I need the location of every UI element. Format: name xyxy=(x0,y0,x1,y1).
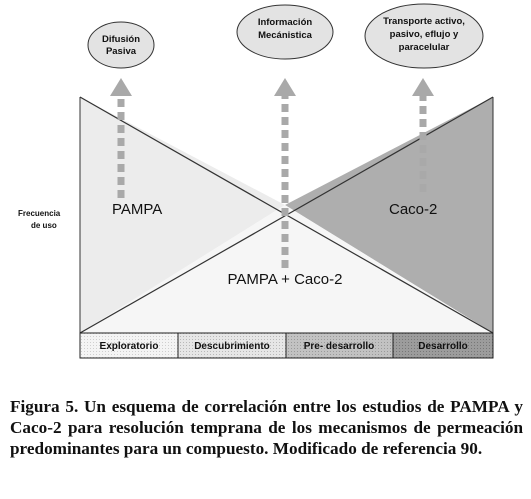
permeation-correlation-diagram: Frecuencia de uso PAMPA Caco-2 PAMPA + C… xyxy=(18,3,494,359)
bubble-3-line-1: Transporte activo, xyxy=(383,16,465,27)
stage-exploratorio-label: Exploratorio xyxy=(100,341,159,352)
stage-desarrollo-box xyxy=(392,332,494,359)
arrow-informacion-mecanistica xyxy=(274,78,296,268)
axis-label-line-2: de uso xyxy=(31,221,57,230)
stage-bar: Exploratorio Descubrimiento Pre- desarro… xyxy=(79,332,494,359)
bubble-1-line-1: Difusión xyxy=(102,34,140,45)
bubble-transporte-activo: Transporte activo, pasivo, eflujo y para… xyxy=(364,3,484,69)
caco2-region xyxy=(285,97,493,333)
arrow-difusion-pasiva xyxy=(110,78,132,198)
stage-desarrollo-label: Desarrollo xyxy=(418,341,467,352)
bubble-1-line-2: Pasiva xyxy=(106,46,137,57)
stage-predesarrollo-label: Pre- desarrollo xyxy=(304,341,375,352)
bubble-difusion-pasiva: Difusión Pasiva xyxy=(87,21,155,69)
caco2-label: Caco-2 xyxy=(389,201,437,218)
combined-label: PAMPA + Caco-2 xyxy=(228,271,343,288)
bubble-2-line-1: Información xyxy=(258,17,313,28)
bubble-3-line-3: paracelular xyxy=(399,42,450,53)
combined-region xyxy=(80,205,493,333)
pampa-region xyxy=(80,97,285,333)
bubble-2-line-2: Mecánistica xyxy=(258,30,313,41)
axis-label-line-1: Frecuencia xyxy=(18,209,61,218)
figure-caption: Figura 5. Un esquema de correlación entr… xyxy=(10,397,523,458)
arrow-transporte-activo xyxy=(412,78,434,192)
bubble-informacion-mecanistica: Información Mecánistica xyxy=(236,4,334,60)
bubble-3-line-2: pasivo, eflujo y xyxy=(390,29,459,40)
stage-descubrimiento-box xyxy=(177,332,287,359)
stage-descubrimiento-label: Descubrimiento xyxy=(194,341,270,352)
pampa-label: PAMPA xyxy=(112,201,162,218)
